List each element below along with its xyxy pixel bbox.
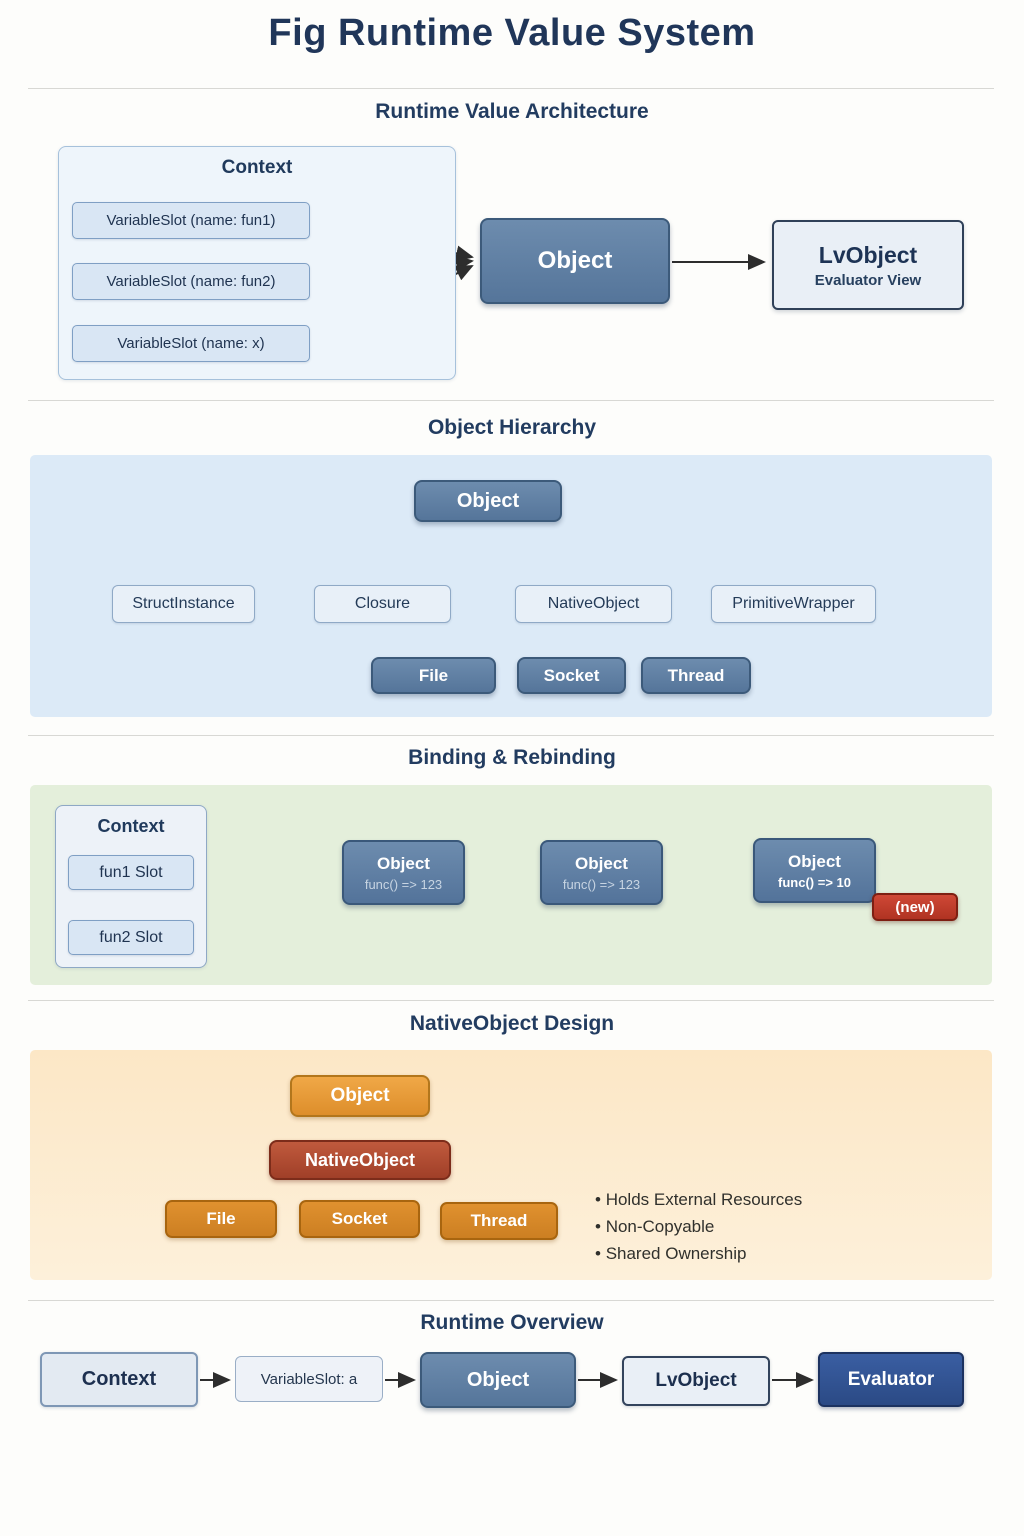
binding-object-1: Object func() => 123 <box>342 840 465 905</box>
native-design-thread: Thread <box>440 1202 558 1240</box>
native-design-heading: NativeObject Design <box>409 1012 615 1035</box>
native-design-file: File <box>165 1200 277 1238</box>
list-item-non-copyable: Non-Copyable <box>595 1213 802 1240</box>
hierarchy-primitivewrapper: PrimitiveWrapper <box>711 585 876 623</box>
binding-heading: Binding & Rebinding <box>408 746 616 769</box>
hierarchy-socket: Socket <box>517 657 626 694</box>
new-badge: (new) <box>872 893 958 921</box>
section-divider <box>28 88 994 89</box>
binding-object-3: Object func() => 10 <box>753 838 876 903</box>
overview-context: Context <box>40 1352 198 1407</box>
native-design-panel <box>30 1050 992 1280</box>
lvobject-node: LvObject Evaluator View <box>772 220 964 310</box>
variable-slot-x: VariableSlot (name: x) <box>72 325 310 362</box>
variable-slot-fun1: VariableSlot (name: fun1) <box>72 202 310 239</box>
native-properties-list: Holds External Resources Non-Copyable Sh… <box>595 1186 803 1267</box>
section-divider <box>28 1300 994 1301</box>
overview-variableslot: VariableSlot: a <box>235 1356 383 1402</box>
section-divider <box>28 400 994 401</box>
fun2-slot: fun2 Slot <box>68 920 194 955</box>
binding-object-2: Object func() => 123 <box>540 840 663 905</box>
fun1-slot: fun1 Slot <box>68 855 194 890</box>
native-design-socket: Socket <box>299 1200 420 1238</box>
object-node: Object <box>480 218 670 304</box>
context-label: Context <box>221 157 293 178</box>
binding-object-1-value: func() => 123 <box>364 876 443 892</box>
section-divider <box>28 1000 994 1001</box>
binding-context-label: Context <box>97 816 165 836</box>
architecture-heading: Runtime Value Architecture <box>375 100 649 123</box>
binding-object-2-title: Object <box>575 853 628 873</box>
binding-object-2-value: func() => 123 <box>562 876 641 892</box>
hierarchy-structinstance: StructInstance <box>112 585 255 623</box>
overview-evaluator: Evaluator <box>818 1352 964 1407</box>
hierarchy-thread: Thread <box>641 657 751 694</box>
overview-heading: Runtime Overview <box>420 1311 604 1334</box>
binding-object-3-title: Object <box>788 851 841 871</box>
lvobject-title: LvObject <box>818 241 918 268</box>
hierarchy-closure: Closure <box>314 585 451 623</box>
hierarchy-root-object: Object <box>414 480 562 522</box>
figure-title: Fig Runtime Value System <box>268 12 756 54</box>
native-design-object: Object <box>290 1075 430 1117</box>
native-design-nativeobject: NativeObject <box>269 1140 451 1180</box>
list-item-shared-ownership: Shared Ownership <box>595 1240 802 1267</box>
hierarchy-nativeobject: NativeObject <box>515 585 672 623</box>
variable-slot-fun2: VariableSlot (name: fun2) <box>72 263 310 300</box>
section-divider <box>28 735 994 736</box>
binding-object-3-value: func() => 10 <box>778 874 851 890</box>
hierarchy-heading: Object Hierarchy <box>427 416 597 439</box>
overview-lvobject: LvObject <box>622 1356 770 1406</box>
hierarchy-file: File <box>371 657 496 694</box>
list-item-holds-external-resources: Holds External Resources <box>595 1186 803 1213</box>
overview-object: Object <box>420 1352 576 1408</box>
binding-object-1-title: Object <box>377 853 430 873</box>
lvobject-subtitle: Evaluator View <box>814 271 922 289</box>
